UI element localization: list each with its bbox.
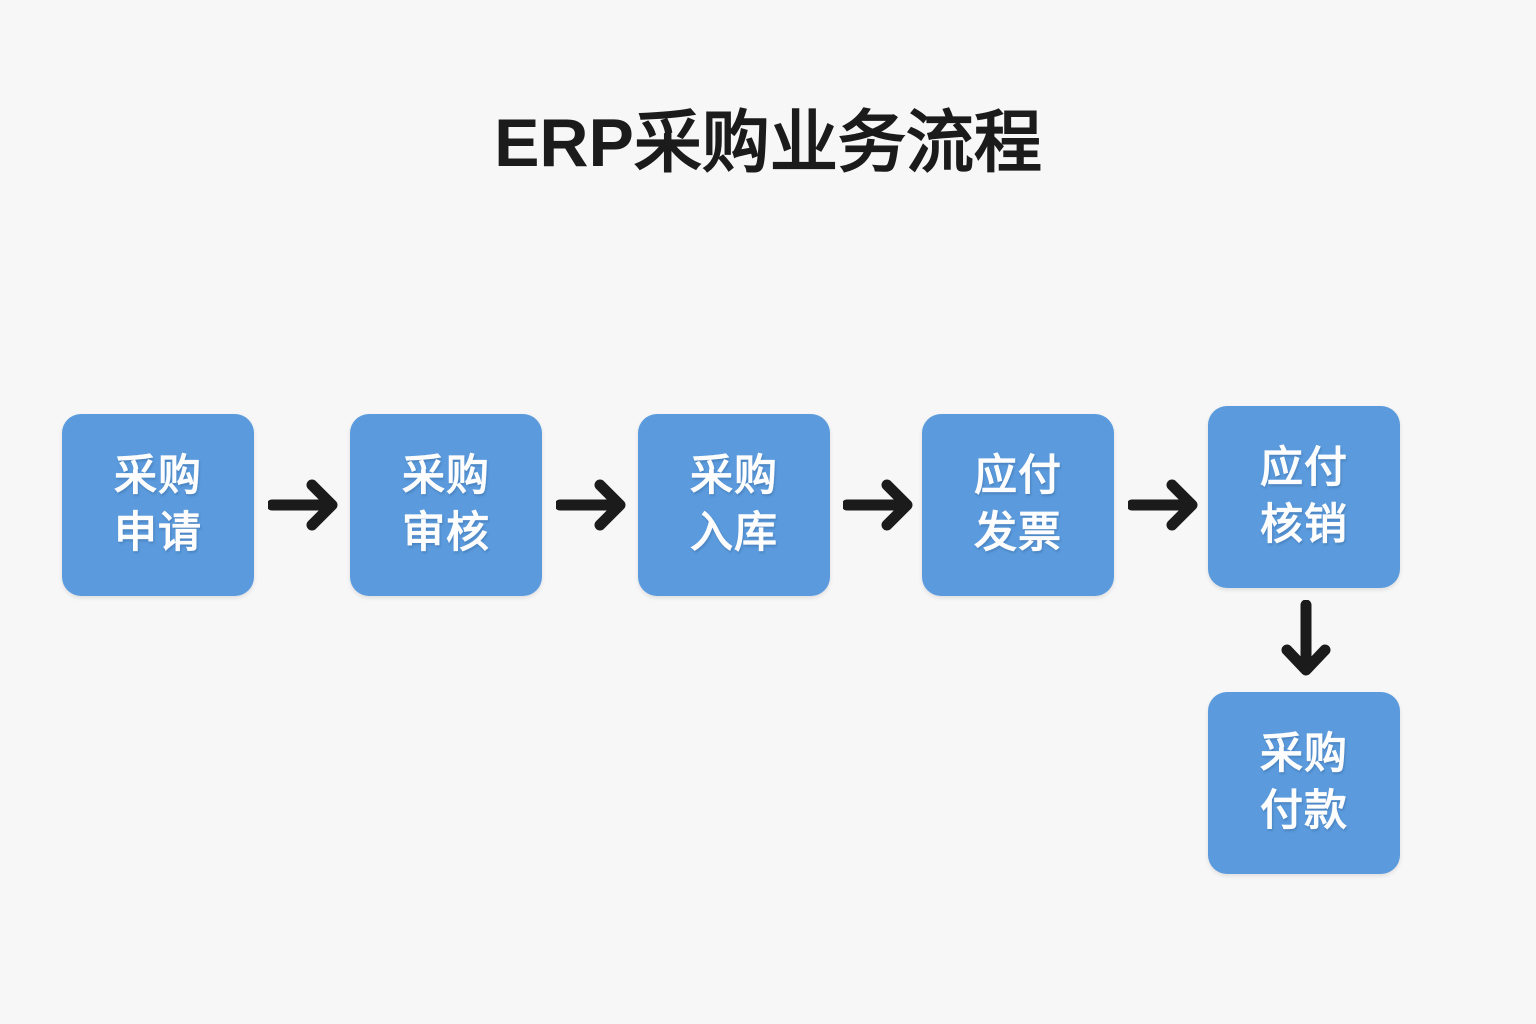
arrow-right-icon-4 [1126,477,1204,533]
process-node-label-line1: 采购 [690,452,778,501]
arrow-down-icon-5 [1278,599,1334,682]
arrow-right-icon-3 [841,477,919,533]
process-node-label-line2: 付款 [1260,787,1348,835]
process-node-payable-settlement[interactable]: 应付 核销 [1208,406,1400,588]
process-node-purchase-request[interactable]: 采购 申请 [62,414,254,596]
process-node-label-line1: 应付 [1260,444,1348,493]
arrow-right-icon-1 [266,477,344,533]
process-node-label-line2: 申请 [114,509,202,557]
page-title: ERP采购业务流程 [494,105,1042,181]
process-node-label-line2: 审核 [402,509,490,557]
process-node-label-line1: 采购 [114,452,202,501]
process-node-label-line2: 入库 [690,509,778,557]
process-node-purchase-payment[interactable]: 采购 付款 [1208,692,1400,874]
process-node-payable-invoice[interactable]: 应付 发票 [922,414,1114,596]
process-node-purchase-review[interactable]: 采购 审核 [350,414,542,596]
process-node-label-line2: 发票 [974,509,1062,557]
process-node-label-line1: 应付 [974,452,1062,501]
arrow-right-icon-2 [554,477,632,533]
process-node-purchase-receipt[interactable]: 采购 入库 [638,414,830,596]
process-node-label-line1: 采购 [402,452,490,501]
process-node-label-line2: 核销 [1260,501,1348,549]
process-node-label-line1: 采购 [1260,730,1348,779]
